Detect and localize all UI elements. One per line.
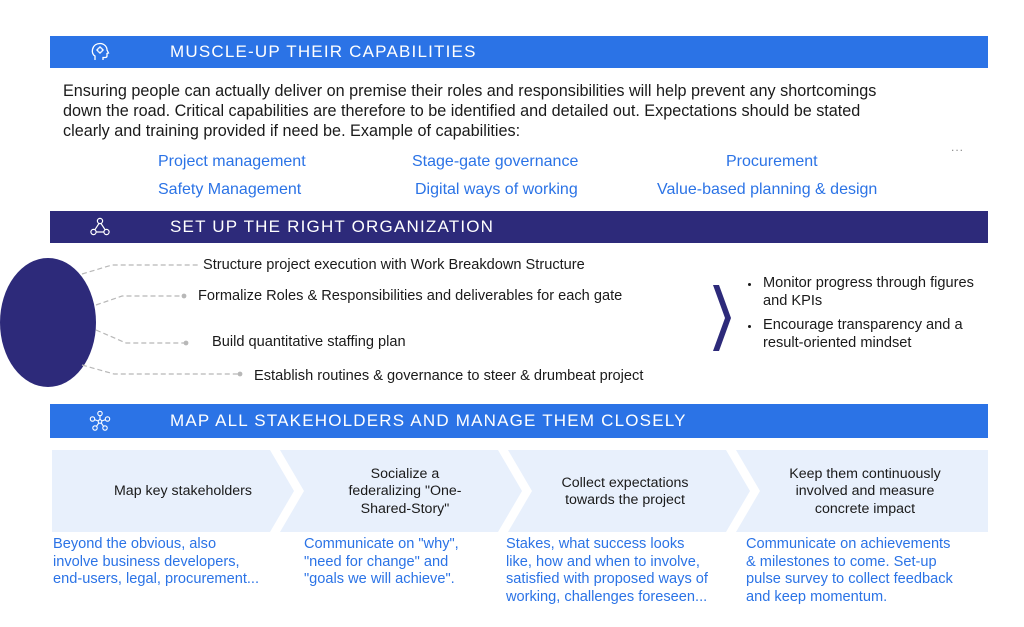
step-desc-line: satisfied with proposed ways of	[506, 571, 708, 587]
step-label-line: Socialize a	[370, 465, 440, 482]
step-label-line: Collect expectations	[561, 474, 689, 491]
step-label-line: Keep them continuously	[789, 465, 941, 482]
capabilities-header: MUSCLE-UP THEIR CAPABILITIES	[50, 36, 988, 68]
step-chevron	[508, 450, 750, 532]
organization-header: SET UP THE RIGHT ORGANIZATION	[50, 211, 988, 243]
step-desc-line: and keep momentum.	[746, 588, 888, 605]
step-description: Beyond the obvious, also involve busines…	[53, 536, 293, 589]
capability-item: Procurement	[726, 153, 818, 170]
step-label: Keep them continuously involved and meas…	[765, 462, 965, 522]
connector-lines	[81, 264, 243, 377]
bullet-dot	[748, 325, 751, 328]
step-description: Stakes, what success looks like, how and…	[506, 536, 746, 606]
step-label-line: federalizing "One-	[348, 483, 462, 500]
step-description: Communicate on achievements & milestones…	[746, 536, 991, 606]
step-desc-line: & milestones to come. Set-up	[746, 553, 937, 570]
intro-line: down the road. Critical capabilities are…	[63, 102, 861, 120]
step-desc-line: pulse survey to collect feedback	[746, 571, 953, 587]
chevron-right-icon	[713, 285, 731, 351]
org-item: Establish routines & governance to steer…	[254, 368, 644, 384]
step-desc-line: working, challenges foreseen...	[506, 588, 708, 605]
step-label-line: Map key stakeholders	[113, 483, 252, 500]
capabilities-title: MUSCLE-UP THEIR CAPABILITIES	[170, 42, 477, 61]
step-chevron	[280, 450, 522, 532]
step-desc-line: involve business developers,	[53, 553, 240, 570]
step-desc-line: end-users, legal, procurement...	[53, 571, 260, 587]
intro-line: clearly and training provided if need be…	[63, 122, 521, 140]
intro-line: Ensuring people can actually deliver on …	[63, 82, 877, 100]
step-desc-line: Communicate on achievements	[746, 536, 951, 552]
step-label-line: concrete impact	[814, 500, 916, 517]
step-label-line: Shared-Story"	[360, 500, 450, 517]
organization-circle	[0, 258, 96, 387]
step-desc-line: like, how and when to involve,	[506, 553, 700, 570]
outcome-text: Monitor progress through figures and KPI…	[763, 275, 974, 309]
stakeholder-network-icon	[80, 404, 120, 438]
step-label: Map key stakeholders	[88, 462, 278, 522]
step-chevron	[52, 450, 294, 532]
organization-title: SET UP THE RIGHT ORGANIZATION	[170, 217, 495, 236]
step-desc-line: Beyond the obvious, also	[53, 536, 217, 552]
step-label-line: towards the project	[565, 492, 685, 508]
capability-item: Project management	[158, 153, 306, 170]
org-item: Structure project execution with Work Br…	[203, 257, 585, 273]
step-desc-line: "need for change" and	[304, 553, 449, 570]
head-gear-icon	[80, 36, 120, 68]
capability-item: Value-based planning & design	[657, 181, 878, 198]
process-chevrons	[52, 450, 988, 532]
capabilities-intro: Ensuring people can actually deliver on …	[63, 81, 968, 141]
step-description: Communicate on "why", "need for change" …	[304, 536, 504, 589]
org-item: Formalize Roles & Responsibilities and d…	[198, 288, 623, 304]
stakeholders-header: MAP ALL STAKEHOLDERS AND MANAGE THEM CLO…	[50, 404, 988, 438]
step-desc-line: Stakes, what success looks	[506, 536, 685, 552]
step-label: Collect expectations towards the project	[530, 462, 720, 522]
outcome-item: Monitor progress through figures and KPI…	[748, 274, 988, 310]
bullet-dot	[748, 283, 751, 286]
more-ellipsis: ...	[951, 140, 965, 154]
stakeholders-title: MAP ALL STAKEHOLDERS AND MANAGE THEM CLO…	[170, 411, 687, 430]
capability-item: Stage-gate governance	[412, 153, 579, 170]
step-label: Socialize a federalizing "One- Shared-St…	[310, 462, 500, 522]
step-label-line: involved and measure	[795, 483, 935, 500]
org-item: Build quantitative staffing plan	[212, 334, 406, 350]
step-desc-line: "goals we will achieve".	[304, 571, 455, 587]
step-desc-line: Communicate on "why",	[304, 536, 459, 552]
capability-item: Digital ways of working	[415, 181, 578, 198]
outcome-item: Encourage transparency and a result-orie…	[748, 316, 988, 352]
capability-item: Safety Management	[158, 181, 302, 198]
org-network-icon	[80, 211, 120, 243]
outcome-text: Encourage transparency and a result-orie…	[763, 317, 963, 351]
step-chevron	[736, 450, 988, 532]
